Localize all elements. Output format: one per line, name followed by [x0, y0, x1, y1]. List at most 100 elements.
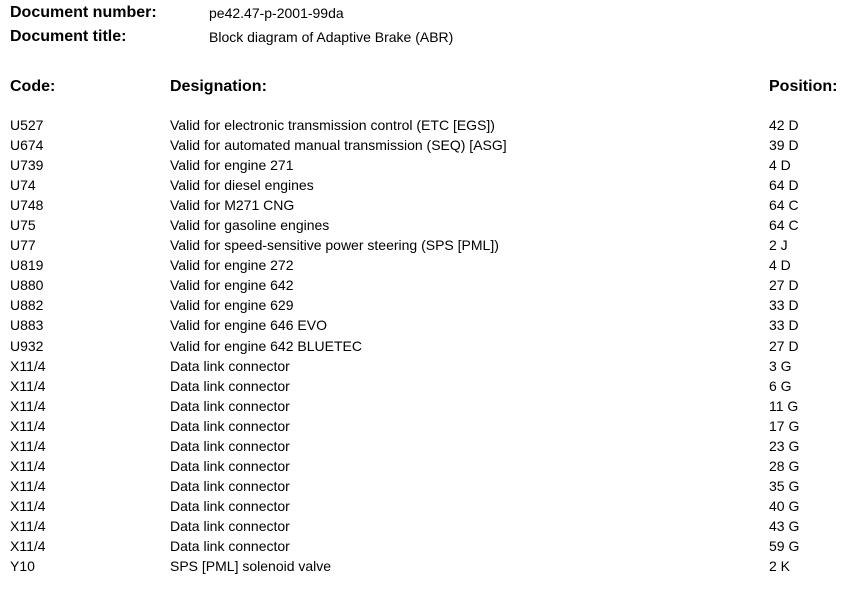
cell-code: X11/4 — [10, 417, 46, 434]
cell-position: 2 J — [769, 237, 788, 254]
cell-position: 59 G — [769, 537, 800, 554]
cell-code: X11/4 — [10, 397, 46, 414]
cell-designation: Valid for electronic transmission contro… — [170, 117, 495, 133]
cell-designation: Data link connector — [170, 397, 290, 414]
cell-position: 2 K — [769, 558, 791, 575]
cell-position: 3 G — [769, 357, 792, 374]
cell-designation: Valid for speed-sensitive power steering… — [170, 237, 499, 254]
table-row: X11/4 Data link connector 3 G — [0, 357, 864, 377]
cell-position: 64 C — [769, 197, 799, 214]
table-row: U819 Valid for engine 272 4 D — [0, 256, 864, 276]
table-row: Y10 SPS [PML] solenoid valve 2 K — [0, 557, 864, 577]
cell-designation: Valid for engine 646 EVO — [170, 317, 327, 334]
cell-designation: Valid for engine 272 — [170, 257, 294, 274]
cell-designation: Data link connector — [170, 517, 290, 534]
cell-code: X11/4 — [10, 477, 46, 494]
cell-code: U883 — [10, 317, 44, 334]
cell-code: U739 — [10, 157, 44, 174]
cell-designation: Data link connector — [170, 417, 290, 434]
document-title-label: Document title: — [10, 28, 127, 45]
table-row: X11/4 Data link connector 40 G — [0, 497, 864, 517]
table-row: X11/4 Data link connector 11 G — [0, 397, 864, 417]
cell-position: 33 D — [769, 317, 799, 334]
cell-position: 11 G — [769, 397, 799, 414]
cell-code: U74 — [10, 177, 36, 194]
document-number-label: Document number: — [10, 4, 157, 21]
cell-position: 33 D — [769, 297, 799, 314]
cell-code: U75 — [10, 217, 36, 234]
cell-code: X11/4 — [10, 537, 46, 554]
cell-position: 35 G — [769, 477, 800, 494]
table-row: U883 Valid for engine 646 EVO 33 D — [0, 316, 864, 336]
cell-code: U527 — [10, 117, 44, 133]
cell-designation: Valid for M271 CNG — [170, 197, 295, 214]
cell-designation: Valid for engine 642 BLUETEC — [170, 337, 362, 354]
table-row: U932 Valid for engine 642 BLUETEC 27 D — [0, 337, 864, 357]
header-position: Position: — [769, 78, 838, 95]
cell-designation: Valid for engine 642 — [170, 277, 294, 294]
cell-code: U819 — [10, 257, 44, 274]
cell-designation: Data link connector — [170, 457, 290, 474]
cell-code: X11/4 — [10, 457, 46, 474]
cell-designation: Valid for engine 629 — [170, 297, 294, 314]
cell-code: U748 — [10, 197, 44, 214]
cell-designation: Data link connector — [170, 357, 290, 374]
cell-position: 39 D — [769, 137, 799, 154]
cell-code: U882 — [10, 297, 44, 314]
cell-designation: Valid for automated manual transmission … — [170, 137, 507, 154]
table-row: U739 Valid for engine 271 4 D — [0, 156, 864, 176]
cell-designation: Data link connector — [170, 477, 290, 494]
header-code: Code: — [10, 78, 56, 95]
cell-position: 17 G — [769, 417, 800, 434]
cell-code: Y10 — [10, 558, 35, 575]
cell-code: X11/4 — [10, 517, 46, 534]
cell-designation: Data link connector — [170, 377, 290, 394]
header-designation: Designation: — [170, 78, 267, 95]
cell-code: X11/4 — [10, 437, 46, 454]
table-row: X11/4 Data link connector 35 G — [0, 477, 864, 497]
cell-designation: Valid for diesel engines — [170, 177, 314, 194]
cell-position: 28 G — [769, 457, 800, 474]
document-title-value: Block diagram of Adaptive Brake (ABR) — [209, 29, 454, 45]
cell-position: 27 D — [769, 337, 799, 354]
table-row: U527 Valid for electronic transmission co… — [0, 116, 864, 136]
cell-code: U77 — [10, 237, 36, 254]
table-row: X11/4 Data link connector 43 G — [0, 517, 864, 537]
table-row: X11/4 Data link connector 23 G — [0, 437, 864, 457]
cell-position: 42 D — [769, 117, 799, 133]
table-row: X11/4 Data link connector 17 G — [0, 417, 864, 437]
table-row: X11/4 Data link connector 28 G — [0, 457, 864, 477]
cell-designation: Data link connector — [170, 497, 290, 514]
cell-position: 4 D — [769, 157, 791, 174]
table-row: U75 Valid for gasoline engines 64 C — [0, 216, 864, 236]
cell-code: X11/4 — [10, 377, 46, 394]
cell-code: U880 — [10, 277, 44, 294]
table-header: Code: Designation: Position: — [0, 78, 864, 100]
table-row: U882 Valid for engine 629 33 D — [0, 296, 864, 316]
cell-code: U932 — [10, 337, 44, 354]
cell-designation: Data link connector — [170, 537, 290, 554]
table-row: U674 Valid for automated manual transmiss… — [0, 136, 864, 156]
table-row: U880 Valid for engine 642 27 D — [0, 276, 864, 296]
cell-designation: Valid for engine 271 — [170, 157, 294, 174]
cell-position: 4 D — [769, 257, 791, 274]
cell-position: 23 G — [769, 437, 800, 454]
cell-designation: Valid for gasoline engines — [170, 217, 330, 234]
cell-position: 64 D — [769, 177, 799, 194]
document-number-value: pe42.47-p-2001-99da — [209, 5, 344, 21]
table-row: U74 Valid for diesel engines 64 D — [0, 176, 864, 196]
cell-designation: Data link connector — [170, 437, 290, 454]
cell-position: 27 D — [769, 277, 799, 294]
table-row: U748 Valid for M271 CNG 64 C — [0, 196, 864, 216]
cell-code: U674 — [10, 137, 44, 154]
cell-position: 43 G — [769, 517, 800, 534]
cell-code: X11/4 — [10, 357, 46, 374]
cell-code: X11/4 — [10, 497, 46, 514]
table-body: U527 Valid for electronic transmission co… — [0, 116, 864, 577]
cell-position: 64 C — [769, 217, 799, 234]
table-row: X11/4 Data link connector 59 G — [0, 537, 864, 557]
table-row: U77 Valid for speed-sensitive power steer… — [0, 236, 864, 256]
cell-position: 40 G — [769, 497, 800, 514]
cell-designation: SPS [PML] solenoid valve — [170, 558, 332, 575]
